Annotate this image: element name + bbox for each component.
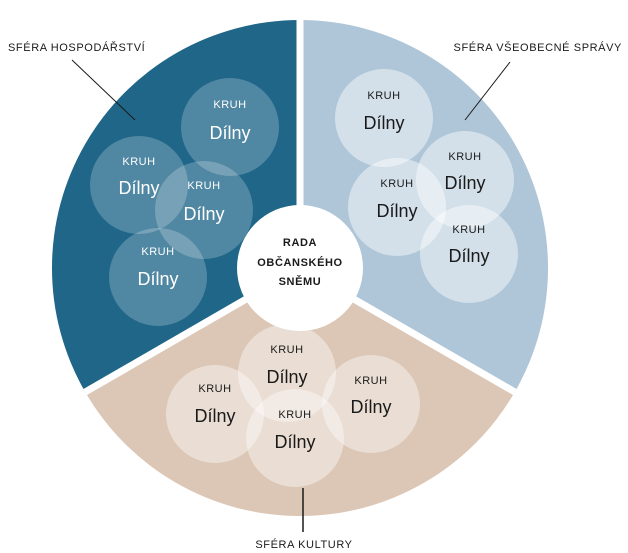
circle-spr-3: KRUH Dílny bbox=[348, 158, 446, 256]
label-kultury: SFÉRA KULTURY bbox=[255, 538, 352, 551]
sector-hospodarstvi bbox=[51, 19, 301, 392]
circle-kul-1-main: Dílny bbox=[266, 367, 307, 387]
circle-spr-3-top: KRUH bbox=[380, 178, 413, 190]
circle-hosp-2-main: Dílny bbox=[118, 178, 159, 198]
circle-group-kultury: KRUH Dílny KRUH Dílny KRUH Dílny KRUH Dí… bbox=[166, 324, 420, 487]
circle-spr-2: KRUH Dílny bbox=[416, 131, 514, 229]
circle-group-spravy: KRUH Dílny KRUH Dílny KRUH Dílny KRUH Dí… bbox=[335, 69, 518, 303]
center-line-3: SNĚMU bbox=[279, 275, 322, 288]
circle-spr-4-main: Dílny bbox=[448, 246, 489, 266]
circle-kul-4: KRUH Dílny bbox=[246, 389, 344, 487]
circle-hosp-3-main: Dílny bbox=[183, 204, 224, 224]
circle-hosp-3: KRUH Dílny bbox=[155, 161, 253, 259]
circle-kul-4-main: Dílny bbox=[274, 432, 315, 452]
circle-kul-2-main: Dílny bbox=[350, 397, 391, 417]
circle-kul-3: KRUH Dílny bbox=[166, 365, 264, 463]
circle-spr-1-main: Dílny bbox=[363, 113, 404, 133]
circle-kul-4-top: KRUH bbox=[278, 409, 311, 421]
center-hub: RADA OBČANSKÉHO SNĚMU bbox=[237, 205, 363, 331]
leader-line-spravy bbox=[464, 61, 511, 121]
circle-hosp-4: KRUH Dílny bbox=[109, 228, 207, 326]
center-line-2: OBČANSKÉHO bbox=[257, 256, 342, 269]
circle-hosp-2-top: KRUH bbox=[122, 156, 155, 168]
circle-hosp-1-main: Dílny bbox=[209, 123, 250, 143]
circle-hosp-2: KRUH Dílny bbox=[90, 136, 188, 234]
center-line-1: RADA bbox=[283, 237, 317, 249]
circle-kul-3-top: KRUH bbox=[198, 383, 231, 395]
circle-group-hospodarstvi: KRUH Dílny KRUH Dílny KRUH Dílny KRUH Dí… bbox=[90, 78, 279, 326]
circle-spr-4-top: KRUH bbox=[452, 224, 485, 236]
circle-spr-1: KRUH Dílny bbox=[335, 69, 433, 167]
circle-kul-2: KRUH Dílny bbox=[322, 355, 420, 453]
circle-hosp-3-top: KRUH bbox=[187, 180, 220, 192]
circle-kul-2-top: KRUH bbox=[354, 375, 387, 387]
circle-spr-4: KRUH Dílny bbox=[420, 205, 518, 303]
circle-spr-1-top: KRUH bbox=[367, 90, 400, 102]
circle-kul-1: KRUH Dílny bbox=[238, 324, 336, 422]
sector-spravy bbox=[300, 19, 549, 392]
circle-kul-1-top: KRUH bbox=[270, 344, 303, 356]
circle-kul-3-main: Dílny bbox=[194, 406, 235, 426]
circle-spr-3-main: Dílny bbox=[376, 201, 417, 221]
label-hospodarstvi: SFÉRA HOSPODÁŘSTVÍ bbox=[8, 41, 146, 54]
circle-hosp-1-top: KRUH bbox=[213, 99, 246, 111]
circle-spr-2-main: Dílny bbox=[444, 173, 485, 193]
circle-hosp-4-main: Dílny bbox=[137, 269, 178, 289]
circle-hosp-4-top: KRUH bbox=[141, 246, 174, 258]
leader-line-hospodarstvi bbox=[71, 59, 136, 121]
label-spravy: SFÉRA VŠEOBECNÉ SPRÁVY bbox=[454, 41, 623, 54]
circle-hosp-1: KRUH Dílny bbox=[181, 78, 279, 176]
circle-spr-2-top: KRUH bbox=[448, 151, 481, 163]
